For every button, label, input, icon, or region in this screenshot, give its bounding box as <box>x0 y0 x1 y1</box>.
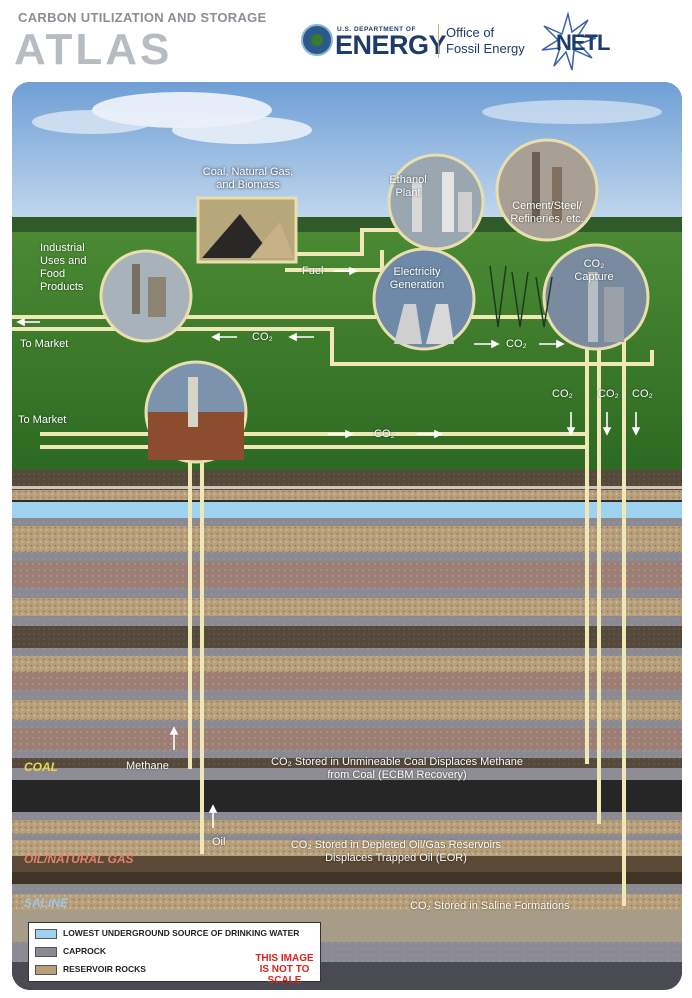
doe-energy-label: ENERGY <box>335 30 447 60</box>
label-co2-right: CO₂ <box>506 338 527 350</box>
legend-reservoir: RESERVOIR ROCKS <box>35 963 146 975</box>
cloud <box>482 100 662 124</box>
label-co2-mid: CO₂ <box>374 428 395 440</box>
label-saline-storage: CO₂ Stored in Saline Formations <box>410 900 570 912</box>
caprock-band <box>12 616 682 626</box>
label-ethanol-plant: Ethanol Plant <box>389 174 427 199</box>
caprock-band <box>12 750 682 758</box>
reservoir-band <box>12 894 682 910</box>
cloud <box>32 110 152 134</box>
caprock-band <box>12 648 682 656</box>
doe-seal-icon <box>301 24 333 56</box>
caprock-band <box>12 588 682 598</box>
caprock-band <box>12 768 682 780</box>
label-oil-storage: CO₂ Stored in Depleted Oil/Gas Reservoir… <box>290 839 502 864</box>
caprock-band <box>12 720 682 728</box>
ethanol-plant-photo <box>387 153 485 251</box>
legend-reservoir-label: RESERVOIR ROCKS <box>63 964 146 974</box>
cement-steel-photo <box>495 138 599 242</box>
co2-capture-photo <box>542 243 650 351</box>
strata-band <box>12 486 682 489</box>
label-co2-down-3: CO₂ <box>632 388 653 400</box>
scale-note: THIS IMAGE IS NOT TO SCALE <box>255 953 314 986</box>
reservoir-band <box>12 598 682 616</box>
reservoir-band <box>12 526 682 552</box>
legend-caprock-label: CAPROCK <box>63 946 106 956</box>
netl-logo-text: NETL <box>556 30 610 55</box>
caprock-band <box>12 518 682 526</box>
electricity-photo <box>372 247 476 351</box>
reservoir-band <box>12 700 682 720</box>
label-co2-down-2: CO₂ <box>598 388 619 400</box>
layer-saline: SALINE <box>24 896 69 910</box>
oil-gas-reservoir <box>12 856 682 872</box>
reservoir-band <box>12 490 682 500</box>
label-methane: Methane <box>126 760 169 772</box>
legend-swatch-water <box>35 928 57 939</box>
legend-swatch-caprock <box>35 946 57 957</box>
caprock-band <box>12 812 682 820</box>
office-fossil-energy: Office of Fossil Energy <box>446 25 525 56</box>
label-co2-upper: CO₂ <box>252 331 273 343</box>
diagram-canvas <box>12 82 682 990</box>
legend-water: LOWEST UNDERGROUND SOURCE OF DRINKING WA… <box>35 927 299 939</box>
layer-coal: COAL <box>24 760 58 774</box>
reservoir-band <box>12 840 682 856</box>
caprock-band <box>12 690 682 700</box>
label-to-market-mid: To Market <box>18 414 67 426</box>
caprock-band <box>12 884 682 894</box>
sand-pile-shape <box>250 222 294 258</box>
doe-department-label: U.S. DEPARTMENT OF <box>337 26 416 33</box>
water-band <box>12 502 682 518</box>
layer-oil-gas: OIL/NATURAL GAS <box>24 852 134 866</box>
label-co2-down-1: CO₂ <box>552 388 573 400</box>
label-coal-storage: CO₂ Stored in Unmineable Coal Displaces … <box>271 756 523 781</box>
label-fuel: Fuel <box>302 265 324 277</box>
caprock-band <box>12 834 682 840</box>
legend-water-label: LOWEST UNDERGROUND SOURCE OF DRINKING WA… <box>63 928 300 938</box>
reservoir-band <box>12 820 682 834</box>
label-co2-capture: CO₂ Capture <box>574 258 614 283</box>
coal-pile-shape <box>202 214 274 258</box>
ccus-diagram: Coal, Natural Gas, and Biomass Ethanol P… <box>12 82 682 990</box>
dark-band <box>12 758 682 768</box>
redrock-band <box>12 562 682 588</box>
redrock-band <box>12 672 682 690</box>
label-oil: Oil <box>212 836 226 848</box>
atlas-subtitle: CARBON UTILIZATION AND STORAGE <box>18 10 267 25</box>
caprock-band <box>12 552 682 562</box>
legend: LOWEST UNDERGROUND SOURCE OF DRINKING WA… <box>28 922 321 986</box>
atlas-title: ATLAS <box>14 25 173 74</box>
label-to-market-top: To Market <box>20 338 69 350</box>
reservoir-band <box>12 656 682 672</box>
netl-star-icon <box>541 12 597 71</box>
wellhead-photo <box>144 360 248 464</box>
transmission-towers <box>489 265 553 328</box>
label-electricity: Electricity Generation <box>389 266 445 291</box>
redrock-band <box>12 728 682 750</box>
label-coal-gas-biomass: Coal, Natural Gas, and Biomass <box>202 166 294 191</box>
coal-seam <box>12 780 682 812</box>
header-divider <box>438 24 439 58</box>
cloud <box>172 116 312 144</box>
dark-band <box>12 626 682 648</box>
oil-gas-reservoir <box>12 872 682 884</box>
industrial-uses-photo <box>99 249 193 343</box>
label-cement-steel: Cement/Steel/ Refineries, etc. <box>510 200 584 225</box>
legend-swatch-reservoir <box>35 964 57 975</box>
legend-caprock: CAPROCK <box>35 945 106 957</box>
label-industrial-uses: Industrial Uses and Food Products <box>40 242 87 293</box>
flow-arrows <box>16 266 641 828</box>
